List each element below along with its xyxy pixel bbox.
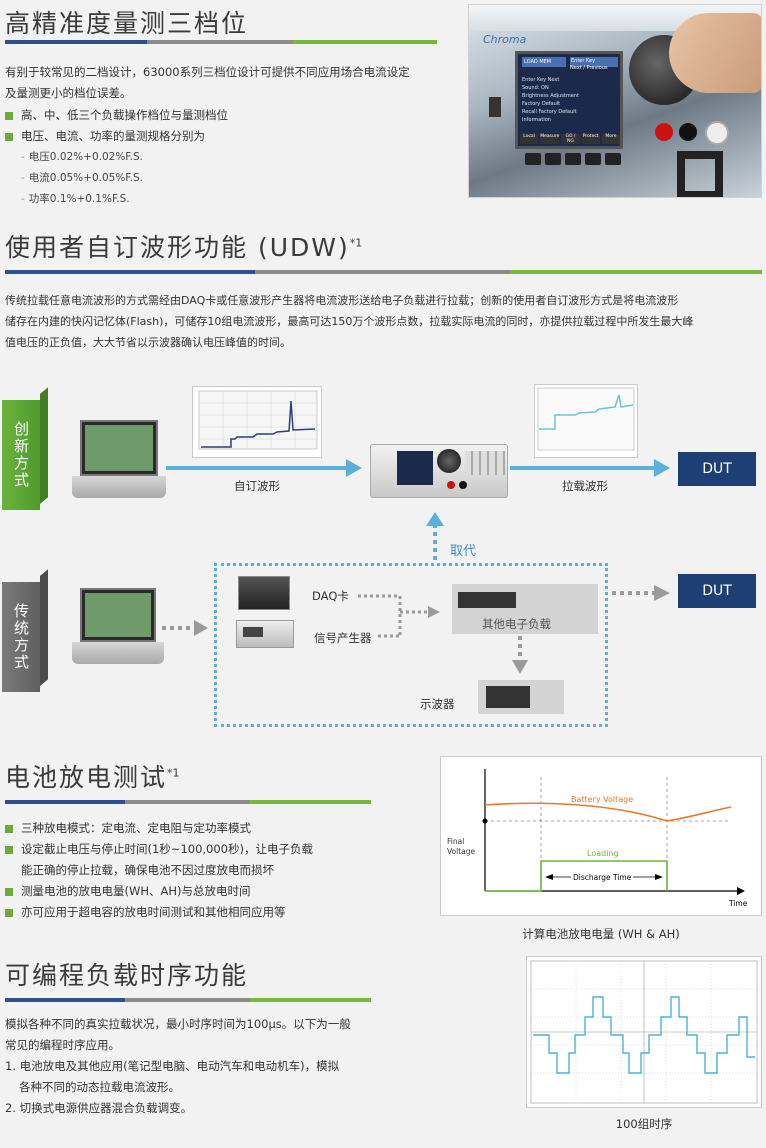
battery-voltage-label: Battery Voltage bbox=[571, 795, 634, 804]
sequence-chart-caption: 100组时序 bbox=[615, 1117, 673, 1131]
bullet-square-icon bbox=[5, 824, 13, 833]
electronic-load-instrument bbox=[370, 444, 508, 498]
instrument-photo: Chroma LOAD MEM Enter Key Next / Previou… bbox=[468, 4, 762, 198]
list-item: 电压、电流、功率的量测规格分别为 bbox=[5, 126, 445, 147]
cable-plug-icon bbox=[705, 121, 729, 145]
list-item: -电流0.05%+0.05%F.S. bbox=[21, 172, 143, 184]
section-title-battery: 电池放电测试*1 bbox=[5, 763, 180, 792]
sequence-waveform-chart bbox=[526, 956, 762, 1108]
section-title-udw: 使用者自订波形功能 (UDW)*1 bbox=[5, 233, 363, 262]
list-item: 测量电池的放电电量(WH、AH)与总放电时间 bbox=[5, 881, 405, 902]
title-rule bbox=[5, 40, 437, 44]
laptop-base bbox=[72, 476, 166, 498]
loading-label: Loading bbox=[587, 849, 619, 858]
list-item: 2. 切换式电源供应器混合负载调变。 bbox=[5, 1101, 193, 1115]
daq-card-icon bbox=[238, 576, 290, 610]
battery-voltage-line bbox=[484, 802, 732, 822]
title-rule bbox=[5, 998, 371, 1002]
section-title-three-ranges: 高精准度量测三档位 bbox=[5, 9, 249, 38]
discharge-time-label: Discharge Time bbox=[571, 873, 634, 882]
label-custom-waveform: 自订波形 bbox=[234, 479, 280, 493]
usb-port-icon bbox=[489, 97, 501, 117]
custom-waveform-chart bbox=[192, 386, 322, 458]
list-item: 设定截止电压与停止时间(1秒~100,000秒)，让电子负载 bbox=[5, 839, 405, 860]
load-waveform-chart bbox=[534, 384, 638, 458]
label-replace: 取代 bbox=[450, 544, 477, 559]
brand-logo: Chroma bbox=[483, 33, 527, 46]
list-item: 亦可应用于超电容的放电时间测试和其他相同应用等 bbox=[5, 902, 405, 923]
battery-chart-caption: 计算电池放电电量 (WH & AH) bbox=[522, 927, 680, 941]
tag-innovative: 创新方式 bbox=[2, 400, 40, 510]
tag-traditional: 传统方式 bbox=[2, 582, 40, 692]
label-daq: DAQ卡 bbox=[312, 589, 349, 603]
oscilloscope-icon bbox=[478, 680, 564, 714]
knob-icon bbox=[437, 449, 461, 473]
lcd-screen: LOAD MEM Enter Key Next / Previous Enter… bbox=[515, 51, 623, 149]
terminal-black-icon bbox=[679, 123, 697, 141]
bullet-square-icon bbox=[5, 132, 13, 141]
time-axis-label: Time bbox=[729, 899, 748, 908]
dut-box-traditional: DUT bbox=[678, 574, 756, 608]
s1-paragraph: 有别于较常见的二档设计，63000系列三档位设计可提供不同应用场合电流设定 及量… bbox=[5, 65, 410, 100]
list-item: 高、中、低三个负载操作档位与量测档位 bbox=[5, 105, 445, 126]
other-electronic-load: 其他电子负载 bbox=[452, 584, 598, 634]
arrow-load-head bbox=[654, 459, 670, 477]
bullet-square-icon bbox=[5, 887, 13, 896]
bullet-square-icon bbox=[5, 908, 13, 917]
label-load-waveform: 拉载波形 bbox=[562, 479, 608, 493]
hand-image bbox=[669, 13, 761, 93]
s2-paragraph: 传统拉载任意电流波形的方式需经由DAQ卡或任意波形产生器将电流波形送给电子负载进… bbox=[5, 294, 694, 349]
s4-paragraph: 模拟各种不同的真实拉载状况，最小时序时间为100μs。以下为一般 常见的编程时序… bbox=[5, 1014, 425, 1119]
laptop-base bbox=[72, 642, 164, 664]
laptop-icon bbox=[80, 420, 158, 476]
list-item: -电压0.02%+0.02%F.S. bbox=[21, 151, 143, 163]
instrument-display bbox=[397, 451, 433, 485]
label-signal-generator: 信号产生器 bbox=[314, 631, 372, 645]
softkeys bbox=[525, 153, 621, 165]
bullet-square-icon bbox=[5, 845, 13, 854]
title-rule bbox=[5, 800, 371, 804]
list-item: 1. 电池放电及其他应用(笔记型电脑、电动汽车和电动机车)，模拟 bbox=[5, 1059, 340, 1073]
arrow-replace-head bbox=[426, 512, 444, 526]
loading-line bbox=[485, 860, 668, 892]
arrow-custom-head bbox=[346, 459, 362, 477]
terminal-red-icon bbox=[655, 123, 673, 141]
s1-bullets: 高、中、低三个负载操作档位与量测档位 电压、电流、功率的量测规格分别为 -电压0… bbox=[5, 105, 445, 210]
handle-icon bbox=[677, 151, 723, 197]
keypad bbox=[465, 451, 505, 475]
label-oscilloscope: 示波器 bbox=[420, 697, 455, 711]
sequence-line bbox=[533, 996, 755, 1074]
section-title-programmable: 可编程负载时序功能 bbox=[5, 961, 249, 990]
dut-box-innovative: DUT bbox=[678, 452, 756, 486]
laptop-icon bbox=[80, 588, 156, 642]
bullet-square-icon bbox=[5, 111, 13, 120]
list-item: -功率0.1%+0.1%F.S. bbox=[21, 193, 130, 205]
traditional-setup-box bbox=[214, 563, 608, 727]
list-item: 三种放电模式：定电流、定电阻与定功率模式 bbox=[5, 818, 405, 839]
s3-bullets: 三种放电模式：定电流、定电阻与定功率模式 设定截止电压与停止时间(1秒~100,… bbox=[5, 818, 405, 923]
title-rule bbox=[5, 270, 762, 274]
signal-generator-icon bbox=[236, 620, 294, 648]
